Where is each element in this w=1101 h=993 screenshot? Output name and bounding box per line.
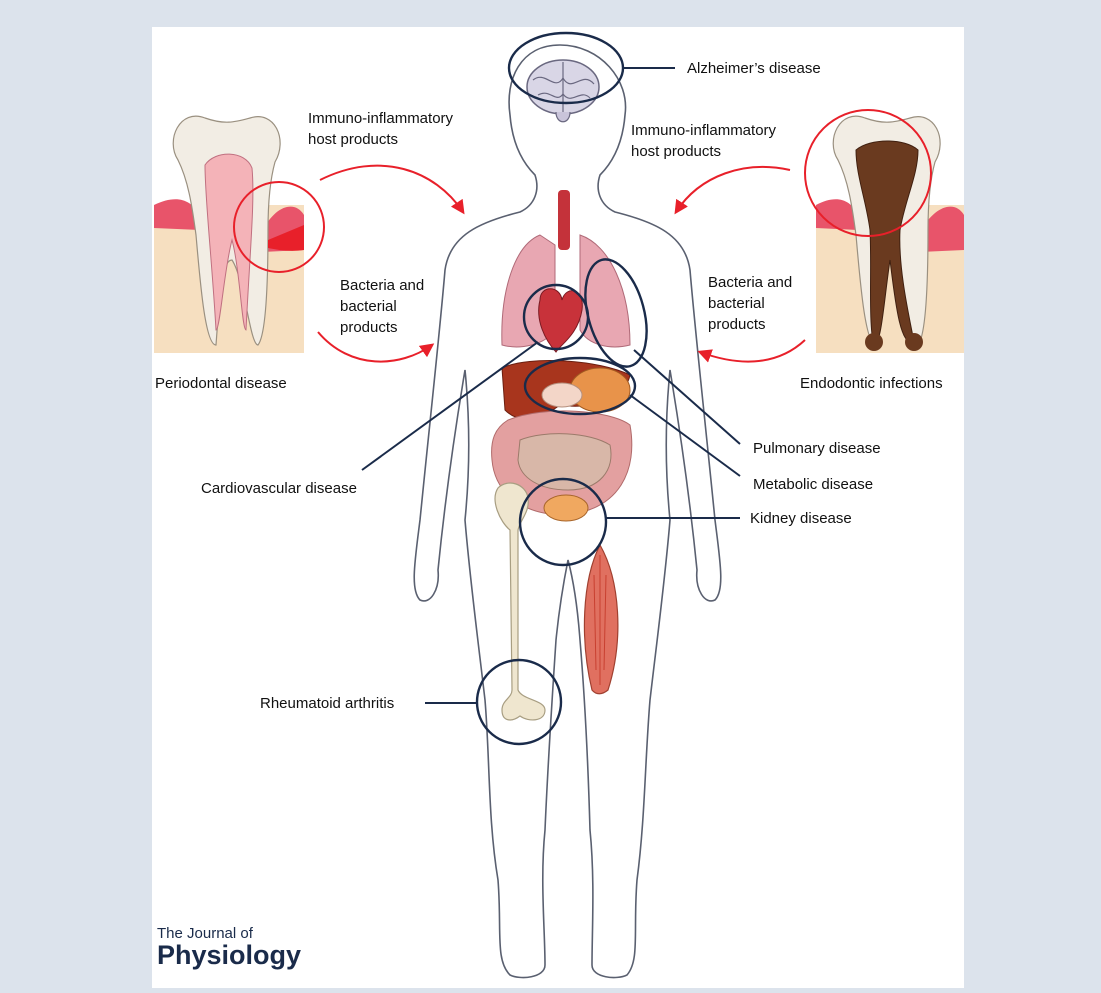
label-immuno-left: Immuno-inflammatory host products [308, 108, 453, 150]
logo-line2: Physiology [157, 942, 301, 969]
label-immuno-right: Immuno-inflammatory host products [631, 120, 776, 162]
apical-lesion-right [905, 333, 923, 351]
pancreas [542, 383, 582, 407]
label-periodontal: Periodontal disease [155, 373, 287, 394]
label-bacteria-right: Bacteria and bacterial products [708, 272, 792, 335]
apical-lesion-left [865, 333, 883, 351]
arrow-immuno-left [320, 166, 463, 212]
periodontal-tooth-icon [154, 116, 304, 353]
arrow-bacteria-right [700, 340, 805, 362]
logo-line1: The Journal of [157, 926, 301, 941]
label-kidney: Kidney disease [750, 508, 852, 529]
label-metabolic: Metabolic disease [753, 474, 873, 495]
label-endodontic: Endodontic infections [800, 373, 943, 394]
label-rheumatoid: Rheumatoid arthritis [260, 693, 394, 714]
label-bacteria-left: Bacteria and bacterial products [340, 275, 424, 338]
bladder [544, 495, 588, 521]
label-pulmonary: Pulmonary disease [753, 438, 881, 459]
trachea [558, 190, 570, 250]
arrow-immuno-right [676, 167, 790, 212]
label-alzheimers: Alzheimer’s disease [687, 58, 821, 79]
endodontic-tooth-icon [816, 116, 964, 353]
journal-logo: The Journal of Physiology [157, 926, 301, 969]
label-cardiovascular: Cardiovascular disease [201, 478, 357, 499]
